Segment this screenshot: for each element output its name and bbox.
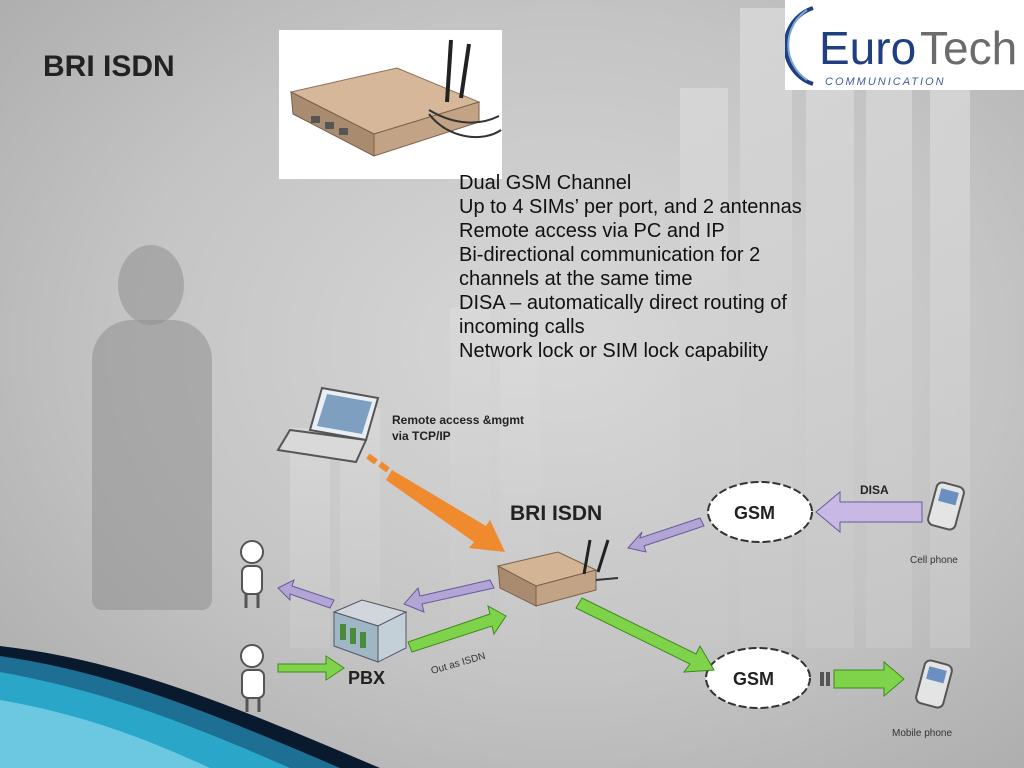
logo-brand-b: Tech [920,22,1017,74]
feature-item: Up to 4 SIMs’ per port, and 2 antennas [459,196,802,218]
caller-bottom-icon [240,644,265,712]
laptop-icon [276,386,380,464]
feature-item: Remote access via PC and IP [459,220,725,242]
pbx-label: PBX [348,668,385,688]
feature-item: Bi-directional communication for 2 [459,244,761,266]
out-as-isdn-label: Out as ISDN [430,651,487,677]
disa-label: DISA [860,483,889,497]
mobile-phone-icon [915,659,953,709]
gsm-cloud-bottom: GSM [705,647,811,709]
bri-isdn-device-icon [496,539,619,607]
pbx-icon [332,599,408,663]
cell-phone-icon [927,481,965,531]
background-bar [866,0,912,648]
gsm-to-device-arrow [627,517,705,553]
cell-phone-label: Cell phone [910,555,958,566]
device-to-gsm-arrow [575,597,715,673]
remote-access-label: Remote access &mgmt [392,413,524,427]
person-to-pbx-arrow [277,655,345,681]
feature-list: Dual GSM Channel Up to 4 SIMs’ per port,… [459,171,919,363]
feature-item: Dual GSM Channel [459,172,632,194]
gsm-cloud-top: GSM [707,481,813,543]
feature-item: incoming calls [459,316,585,338]
logo-brand-a: Euro [819,22,916,74]
product-photo [279,30,502,179]
pbx-to-device-arrow [407,605,507,653]
modem-image [289,39,502,157]
person-silhouette [92,320,212,610]
feature-item: Network lock or SIM lock capability [459,340,768,362]
remote-access-arrow [366,453,505,552]
background-bar [680,88,728,648]
eurotech-logo-mark: Euro Tech COMMUNICATION [783,6,1017,88]
corner-wave-decoration [0,646,380,768]
bri-isdn-label: BRI ISDN [510,502,602,525]
background-bar [806,48,854,648]
person-silhouette [118,245,184,325]
caller-top-icon [240,540,264,608]
gsm-top-label: GSM [734,503,775,523]
gsm-to-mobile-arrow [820,660,905,698]
slide-title: BRI ISDN [43,50,175,83]
pbx-to-person-arrow [277,579,335,609]
remote-access-label: via TCP/IP [392,429,451,443]
background-bar [290,428,330,648]
device-to-pbx-arrow [403,579,495,613]
feature-item: DISA – automatically direct routing of [459,292,787,314]
background-bar [930,88,970,648]
mobile-phone-label: Mobile phone [892,728,952,739]
gsm-bottom-label: GSM [733,669,774,689]
eurotech-logo: Euro Tech COMMUNICATION [783,0,1024,90]
feature-item: channels at the same time [459,268,693,290]
logo-tagline: COMMUNICATION [825,76,946,88]
disa-arrow: DISA [815,483,923,534]
